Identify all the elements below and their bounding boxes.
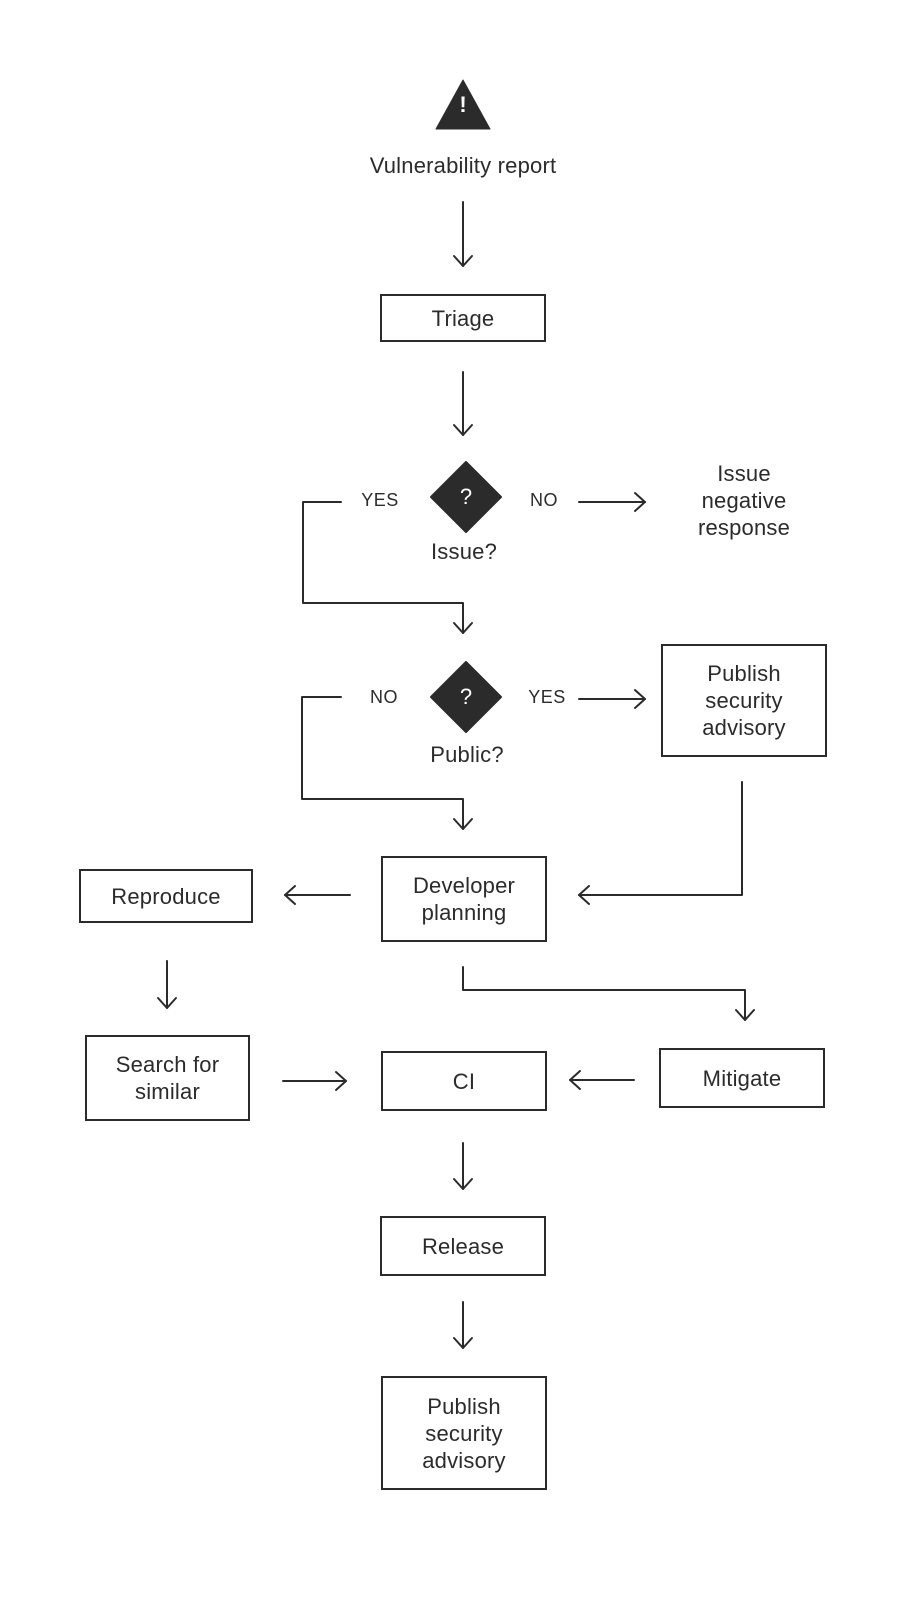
issue-question-glyph: ?	[459, 484, 473, 509]
warning-exclamation-glyph: !	[459, 92, 467, 117]
issue-decision-label: Issue?	[430, 539, 498, 564]
start-label: Vulnerability report	[369, 153, 557, 178]
arrow-release-to-advisory	[453, 1301, 473, 1349]
arrow-mitigate-to-ci	[569, 1070, 635, 1090]
developer-planning-node: Developer planning	[381, 856, 547, 942]
public-no-label: NO	[370, 687, 398, 707]
triage-node: Triage	[380, 294, 546, 342]
warning-triangle-icon	[435, 79, 491, 130]
search-similar-node: Search for similar	[85, 1035, 250, 1121]
publish-advisory-node: Publish security advisory	[661, 644, 827, 757]
arrow-reproduce-to-search	[157, 960, 177, 1009]
release-node: Release	[380, 1216, 546, 1276]
issue-negative-response: Issue negative response	[697, 461, 791, 540]
arrow-report-to-triage	[453, 201, 473, 267]
issue-diamond	[430, 461, 502, 533]
arrow-public-yes	[578, 689, 646, 709]
issue-yes-label: YES	[361, 490, 399, 510]
arrow-issue-yes	[302, 501, 473, 634]
reproduce-node: Reproduce	[79, 869, 253, 923]
ci-node: CI	[381, 1051, 547, 1111]
arrow-public-no	[301, 696, 473, 830]
arrow-triage-to-issue	[453, 371, 473, 436]
final-advisory-node: Publish security advisory	[381, 1376, 547, 1490]
mitigate-node: Mitigate	[659, 1048, 825, 1108]
public-question-glyph: ?	[459, 684, 473, 709]
arrow-ci-to-release	[453, 1142, 473, 1190]
arrow-issue-no	[578, 492, 646, 512]
public-diamond	[430, 661, 502, 733]
public-yes-label: YES	[528, 687, 566, 707]
arrow-planning-to-reproduce	[284, 885, 351, 905]
arrow-planning-to-mitigate	[462, 966, 755, 1021]
arrow-advisory-to-planning	[578, 781, 743, 905]
issue-no-label: NO	[530, 490, 558, 510]
public-decision-label: Public?	[430, 742, 504, 767]
arrow-search-to-ci	[282, 1071, 347, 1091]
